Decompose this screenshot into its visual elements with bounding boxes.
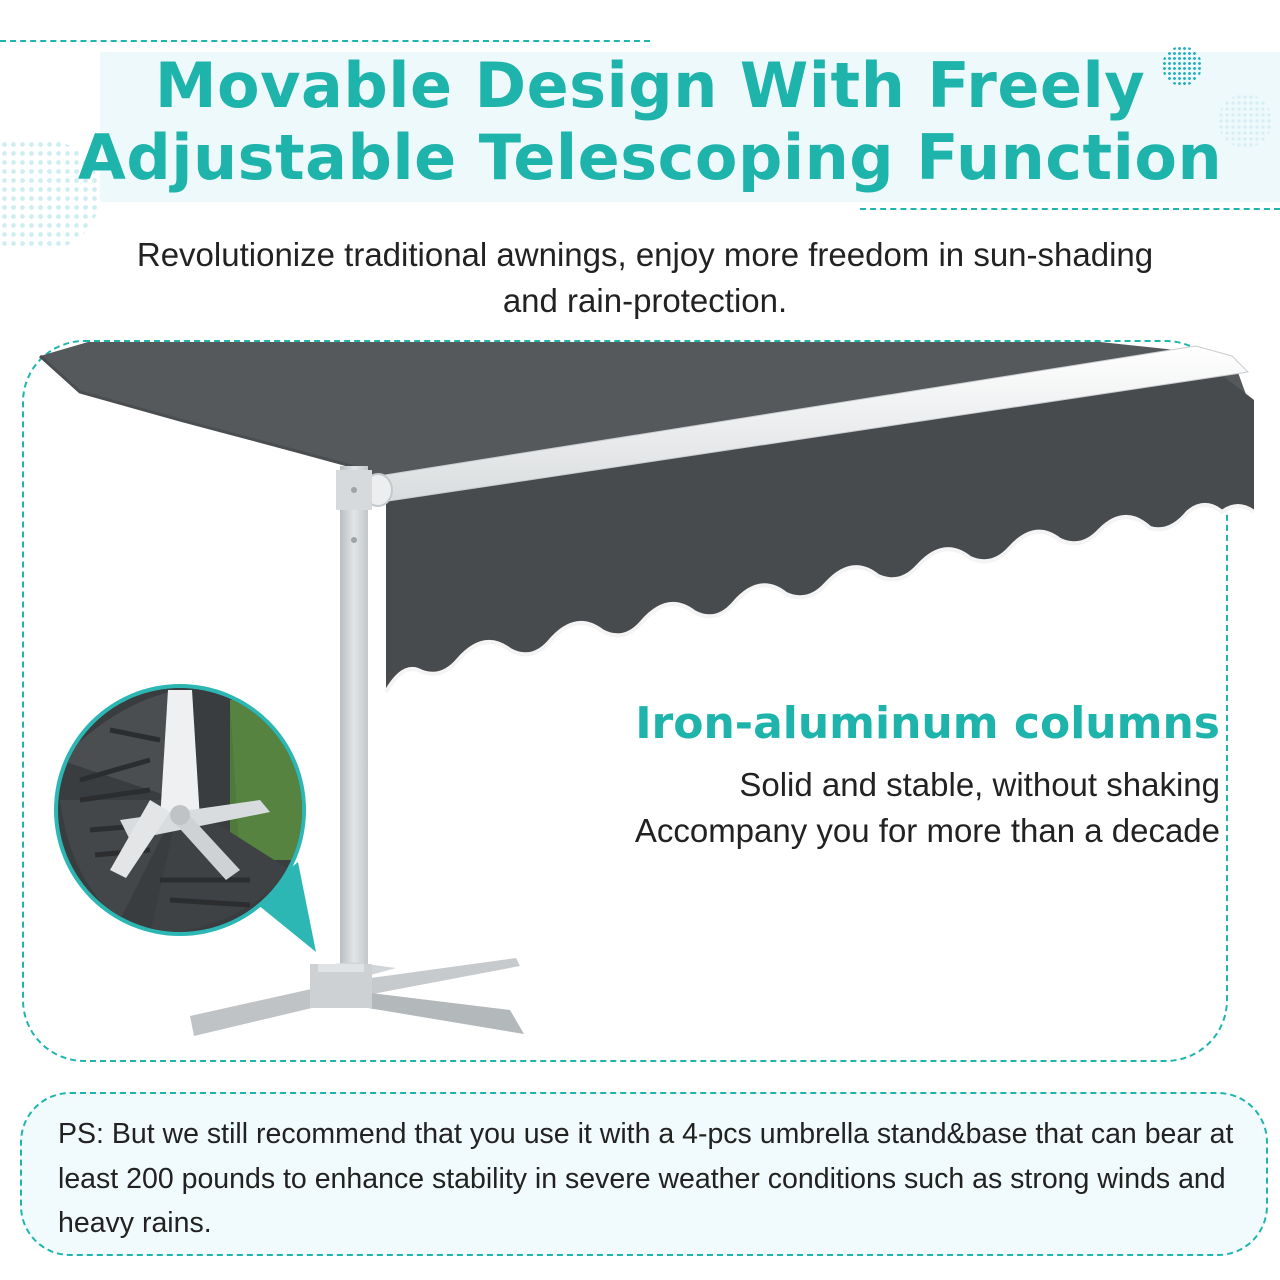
- cross-base-arm-front: [346, 990, 524, 1034]
- awning-canopy-top: [40, 342, 1248, 476]
- decorative-dot-pattern-small: [1162, 46, 1202, 86]
- decorative-dashed-line-top: [0, 40, 650, 42]
- pole-bolt: [351, 537, 357, 543]
- callout-pointer: [252, 862, 316, 952]
- note-text: PS: But we still recommend that you use …: [58, 1118, 1234, 1239]
- awning-canopy-edge: [38, 354, 367, 472]
- feature-line-1: Solid and stable, without shaking: [739, 766, 1220, 803]
- feature-title: Iron-aluminum columns: [635, 698, 1220, 749]
- page-subtitle-line-1: Revolutionize traditional awnings, enjoy…: [136, 236, 1154, 273]
- decorative-dot-pattern-left: [0, 140, 100, 250]
- title-background-band: [100, 52, 1280, 202]
- awning-valance: [386, 372, 1254, 692]
- decorative-dashed-line-bottom: [860, 208, 1280, 210]
- cross-base-arm-right: [356, 958, 520, 996]
- support-pole: [340, 466, 368, 974]
- awning-valance-trim: [384, 503, 1256, 693]
- feature-line-2: Accompany you for more than a decade: [634, 812, 1220, 849]
- note-box: [20, 1092, 1268, 1256]
- page-subtitle: Revolutionize traditional awnings, enjoy…: [40, 232, 1250, 324]
- cross-base-plate: [318, 964, 364, 972]
- pole-bolt: [351, 487, 357, 493]
- page-title-line-2: Adjustable Telescoping Function: [77, 121, 1223, 194]
- detail-circle-image: [58, 688, 302, 932]
- page-subtitle-line-2: and rain-protection.: [502, 282, 788, 319]
- decorative-dot-pattern-right: [1218, 94, 1272, 148]
- product-image-frame: [22, 340, 1228, 1062]
- page-title: Movable Design With Freely Adjustable Te…: [60, 50, 1240, 194]
- page-title-line-1: Movable Design With Freely: [154, 49, 1146, 122]
